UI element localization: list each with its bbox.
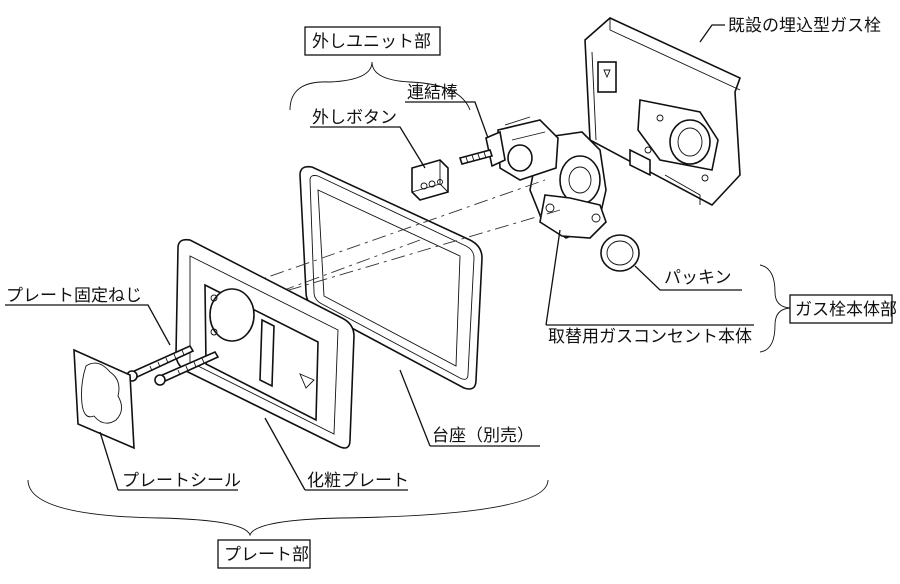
outlet-body-drawing bbox=[485, 116, 607, 239]
plate-section-label-box bbox=[217, 539, 311, 569]
replacement-outlet-label: 取替用ガスコンセント本体 bbox=[548, 327, 752, 347]
plate-seal-drawing bbox=[73, 348, 135, 450]
plate-section-label: プレート部 bbox=[224, 545, 309, 565]
packing-drawing bbox=[600, 234, 640, 272]
leader-lines bbox=[5, 24, 791, 537]
release-button-drawing bbox=[411, 159, 449, 201]
base-label: 台座（別売） bbox=[432, 426, 534, 446]
decorative-plate-drawing bbox=[175, 238, 355, 449]
existing-valve-label: 既設の埋込型ガス栓 bbox=[728, 16, 881, 36]
existing-valve-drawing bbox=[584, 17, 741, 206]
valve-body-label: ガス栓本体部 bbox=[795, 300, 897, 320]
plate-seal-label: プレートシール bbox=[122, 471, 241, 491]
packing-label: パッキン bbox=[664, 268, 732, 288]
plate-screw-label: プレート固定ねじ bbox=[6, 286, 142, 306]
valve-body-label-box bbox=[789, 294, 893, 324]
decorative-plate-label: 化粧プレート bbox=[307, 471, 409, 491]
release-button-label: 外しボタン bbox=[312, 108, 397, 128]
connecting-rod-drawing bbox=[458, 149, 494, 165]
connecting-rod-label: 連結棒 bbox=[407, 83, 458, 103]
plate-screws-drawing bbox=[126, 344, 220, 386]
release-unit-label-box bbox=[304, 26, 441, 56]
release-unit-label: 外しユニット部 bbox=[312, 32, 431, 52]
